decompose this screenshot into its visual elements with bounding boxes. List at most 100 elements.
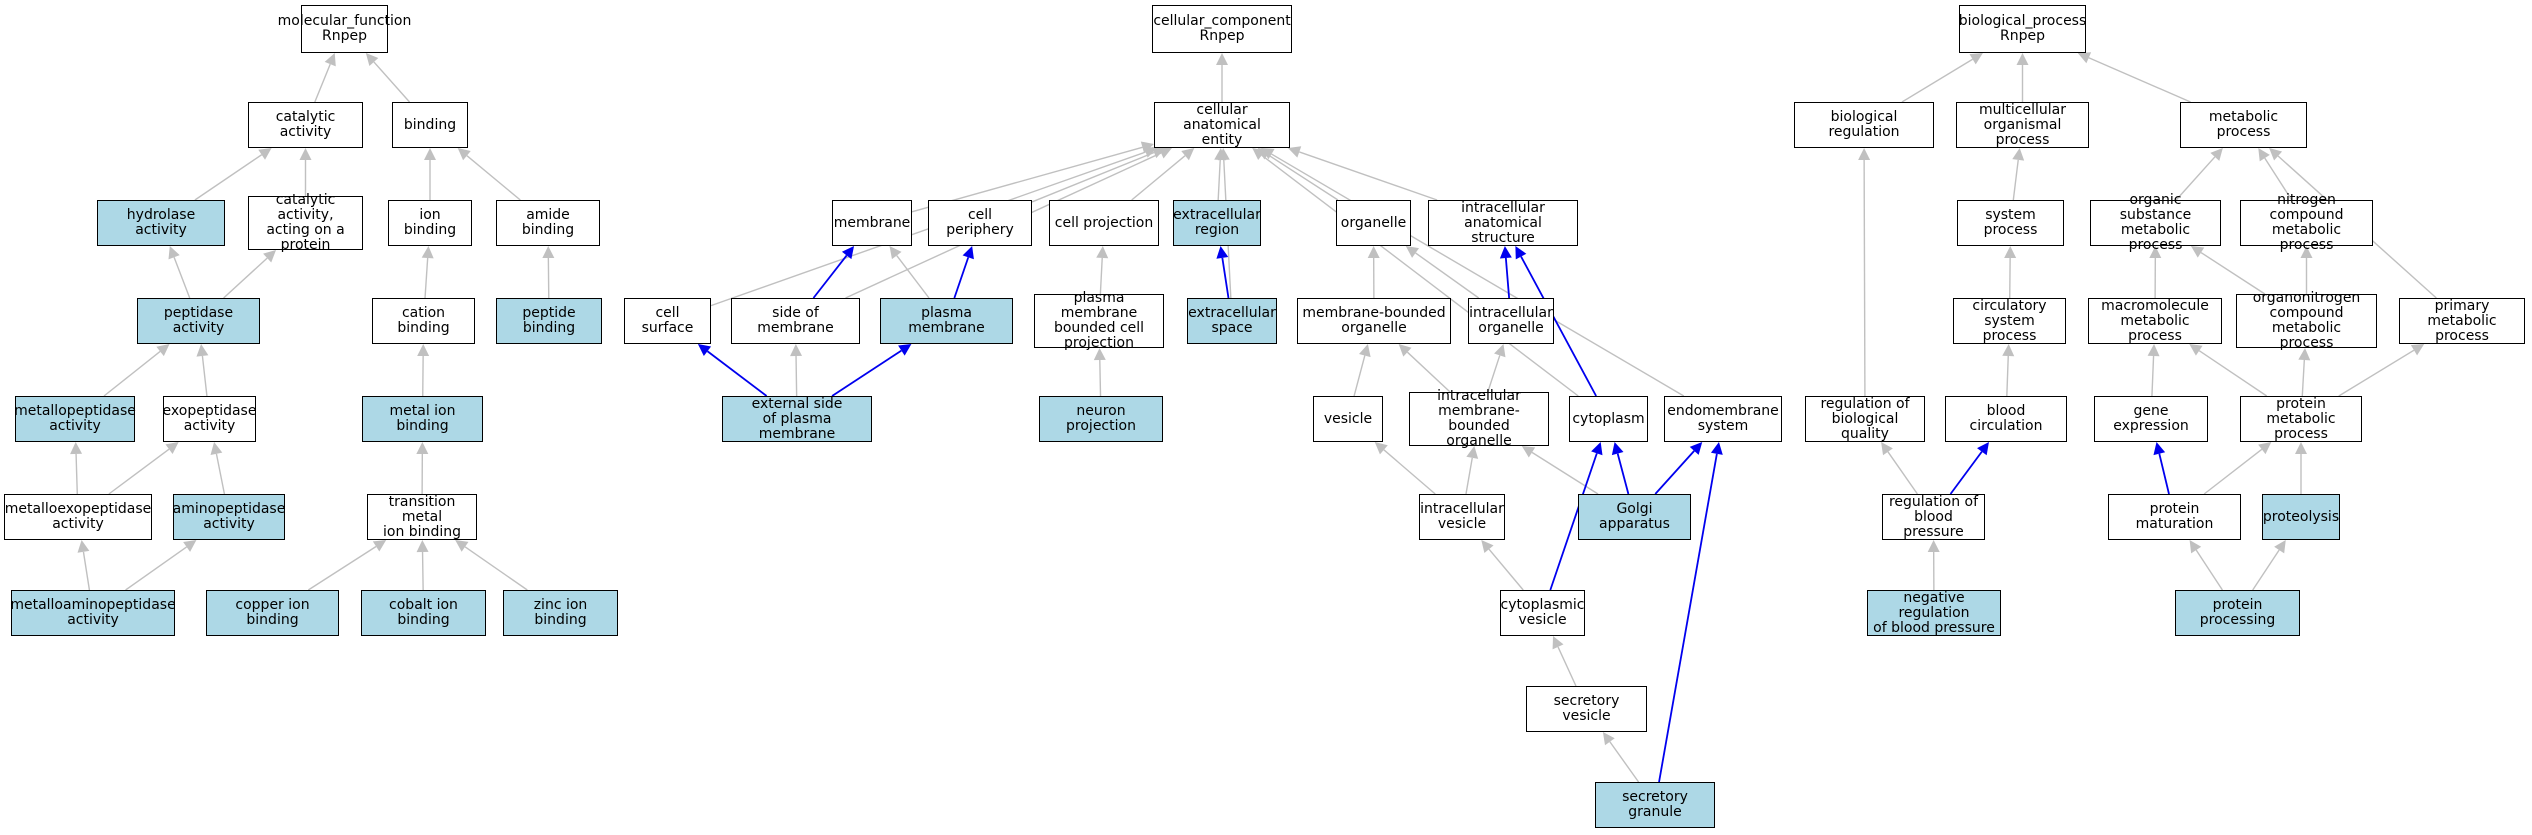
node-hydrolase-activity[interactable]: hydrolase activity [97, 200, 225, 246]
node-primary-metabolic-process[interactable]: primary metabolic process [2399, 298, 2525, 344]
node-cytoplasmic-vesicle[interactable]: cytoplasmic vesicle [1500, 590, 1585, 636]
node-circulatory-system-process[interactable]: circulatory system process [1953, 298, 2066, 344]
node-bp-root[interactable]: biological_process Rnpep [1959, 5, 2086, 53]
node-regulation-of-biological-quality[interactable]: regulation of biological quality [1805, 396, 1925, 442]
node-catalytic-activity[interactable]: catalytic activity [248, 102, 363, 148]
node-vesicle[interactable]: vesicle [1313, 396, 1383, 442]
edge-arrowhead [1216, 246, 1229, 259]
node-metal-ion-binding[interactable]: metal ion binding [362, 396, 483, 442]
node-intracellular-vesicle[interactable]: intracellular vesicle [1419, 494, 1505, 540]
node-metalloaminopeptidase-activity[interactable]: metalloaminopeptidase activity [10, 590, 176, 636]
node-protein-processing[interactable]: protein processing [2175, 590, 2300, 636]
node-metallopeptidase-activity[interactable]: metallopeptidase activity [14, 396, 136, 442]
node-proteolysis[interactable]: proteolysis [2262, 494, 2340, 540]
node-peptidase-activity[interactable]: peptidase activity [137, 298, 260, 344]
edge-arrowhead [2147, 344, 2160, 357]
edge-transition_metal-to-metal_ion_binding [416, 442, 429, 495]
node-cation-binding[interactable]: cation binding [372, 298, 475, 344]
node-protein-metabolic-process[interactable]: protein metabolic process [2240, 396, 2362, 442]
node-membrane[interactable]: membrane [832, 200, 912, 246]
node-biological-regulation[interactable]: biological regulation [1794, 102, 1934, 148]
node-intracellular-membrane-bounded-organelle[interactable]: intracellular membrane-bounded organelle [1409, 389, 1549, 449]
node-plasma-membrane[interactable]: plasma membrane [880, 298, 1013, 344]
edge-metallopeptidase-to-peptidase [103, 344, 170, 397]
edge-aminopeptidase-to-exopeptidase [210, 442, 226, 495]
node-intracellular-anatomical-structure[interactable]: intracellular anatomical structure [1428, 200, 1578, 246]
node-external-side-of-plasma-membrane[interactable]: external side of plasma membrane [722, 396, 872, 442]
node-macromolecule-metabolic-process[interactable]: macromolecule metabolic process [2088, 298, 2222, 344]
edge-protein_metabolic-to-organonitrogen [2298, 348, 2311, 397]
node-blood-circulation[interactable]: blood circulation [1945, 396, 2067, 442]
edge-protein_maturation-to-protein_metabolic [2203, 442, 2272, 495]
edge-imbo-to-mbo [1398, 344, 1451, 393]
node-peptide-binding[interactable]: peptide binding [496, 298, 602, 344]
edge-cobalt-to-transition_metal [416, 540, 429, 591]
node-metabolic-process[interactable]: metabolic process [2180, 102, 2307, 148]
edge-arrowhead [2269, 148, 2283, 161]
edge-arrowhead [2149, 246, 2162, 259]
node-exopeptidase-activity[interactable]: exopeptidase activity [163, 396, 256, 442]
node-extracellular-region[interactable]: extracellular region [1173, 200, 1261, 246]
node-multicellular-organismal-process[interactable]: multicellular organismal process [1956, 102, 2089, 148]
node-membrane-bounded-organelle[interactable]: membrane-bounded organelle [1297, 298, 1451, 344]
node-nitrogen-compound-metabolic-process[interactable]: nitrogen compound metabolic process [2240, 193, 2373, 253]
node-secretory-vesicle[interactable]: secretory vesicle [1526, 686, 1647, 732]
node-intracellular-organelle[interactable]: intracellular organelle [1468, 298, 1554, 344]
edge-arrowhead [165, 442, 179, 454]
node-golgi-apparatus[interactable]: Golgi apparatus [1578, 494, 1691, 540]
node-transition-metal-ion-binding[interactable]: transition metal ion binding [367, 494, 477, 540]
edge-arrowhead [324, 53, 336, 67]
node-extracellular-space[interactable]: extracellular space [1187, 298, 1277, 344]
node-catalytic-activity-protein[interactable]: catalytic activity, acting on a protein [248, 193, 363, 253]
node-organelle[interactable]: organelle [1336, 200, 1411, 246]
edge-arrowhead [77, 540, 90, 553]
node-gene-expression[interactable]: gene expression [2094, 396, 2208, 442]
node-system-process[interactable]: system process [1957, 200, 2064, 246]
node-neuron-projection[interactable]: neuron projection [1039, 396, 1163, 442]
edge-arrowhead [1398, 344, 1412, 357]
edge-zinc-to-transition_metal [455, 540, 528, 591]
node-copper-ion-binding[interactable]: copper ion binding [206, 590, 339, 636]
edge-arrowhead [1374, 442, 1388, 455]
node-binding[interactable]: binding [392, 102, 468, 148]
edge-multicellular-to-bp_root [2016, 53, 2029, 102]
edge-arrowhead [697, 344, 712, 357]
node-zinc-ion-binding[interactable]: zinc ion binding [503, 590, 618, 636]
node-ion-binding[interactable]: ion binding [388, 200, 472, 246]
node-endomembrane-system[interactable]: endomembrane system [1664, 396, 1782, 442]
node-secretory-granule[interactable]: secretory granule [1595, 782, 1715, 828]
node-aminopeptidase-activity[interactable]: aminopeptidase activity [173, 494, 285, 540]
node-cell-projection[interactable]: cell projection [1049, 200, 1159, 246]
edge-hydrolase-to-catalytic [194, 148, 272, 201]
node-mf-root[interactable]: molecular_function Rnpep [278, 5, 411, 53]
edge-external_side-to-cell_surface [697, 344, 768, 397]
edge-arrowhead [2012, 148, 2025, 161]
edge-arrowhead [1969, 53, 1983, 65]
node-metalloexopeptidase-activity[interactable]: metalloexopeptidase activity [4, 494, 152, 540]
edge-reg_bio_quality-to-bio_reg [1858, 148, 1871, 397]
node-cell-surface[interactable]: cell surface [624, 298, 711, 344]
edge-arrowhead [2189, 344, 2203, 356]
edge-bio_reg-to-bp_root [1901, 53, 1983, 103]
node-cc-root[interactable]: cellular_component Rnpep [1152, 5, 1292, 53]
node-cell-periphery[interactable]: cell periphery [928, 200, 1032, 246]
node-regulation-of-blood-pressure[interactable]: regulation of blood pressure [1882, 494, 1985, 540]
node-side-of-membrane[interactable]: side of membrane [731, 298, 860, 344]
node-amide-binding[interactable]: amide binding [496, 200, 600, 246]
edge-protein_processing-to-proteolysis [2252, 540, 2286, 591]
edge-arrowhead [2300, 246, 2313, 258]
node-cytoplasm[interactable]: cytoplasm [1569, 396, 1648, 442]
node-protein-maturation[interactable]: protein maturation [2108, 494, 2241, 540]
node-cobalt-ion-binding[interactable]: cobalt ion binding [361, 590, 486, 636]
edge-organic_substance-to-metabolic [2175, 148, 2223, 201]
edge-metabolic-to-bp_root [2077, 52, 2191, 103]
node-plasma-membrane-bounded-cell-projection[interactable]: plasma membrane bounded cell projection [1034, 291, 1164, 351]
edge-organonitrogen-to-organic_substance [2190, 246, 2266, 295]
edge-arrowhead [2295, 442, 2307, 454]
node-negative-regulation-of-blood-pressure[interactable]: negative regulation of blood pressure [1867, 590, 2001, 636]
node-organic-substance-metabolic-process[interactable]: organic substance metabolic process [2090, 193, 2221, 253]
node-organonitrogen-compound-metabolic-process[interactable]: organonitrogen compound metabolic proces… [2236, 291, 2377, 351]
node-cellular-anatomical-entity[interactable]: cellular anatomical entity [1154, 102, 1290, 148]
edge-secretory_granule-to-secretory_vesicle [1602, 732, 1640, 783]
edge-extracellular_space-to-extracellular_region [1216, 246, 1230, 299]
